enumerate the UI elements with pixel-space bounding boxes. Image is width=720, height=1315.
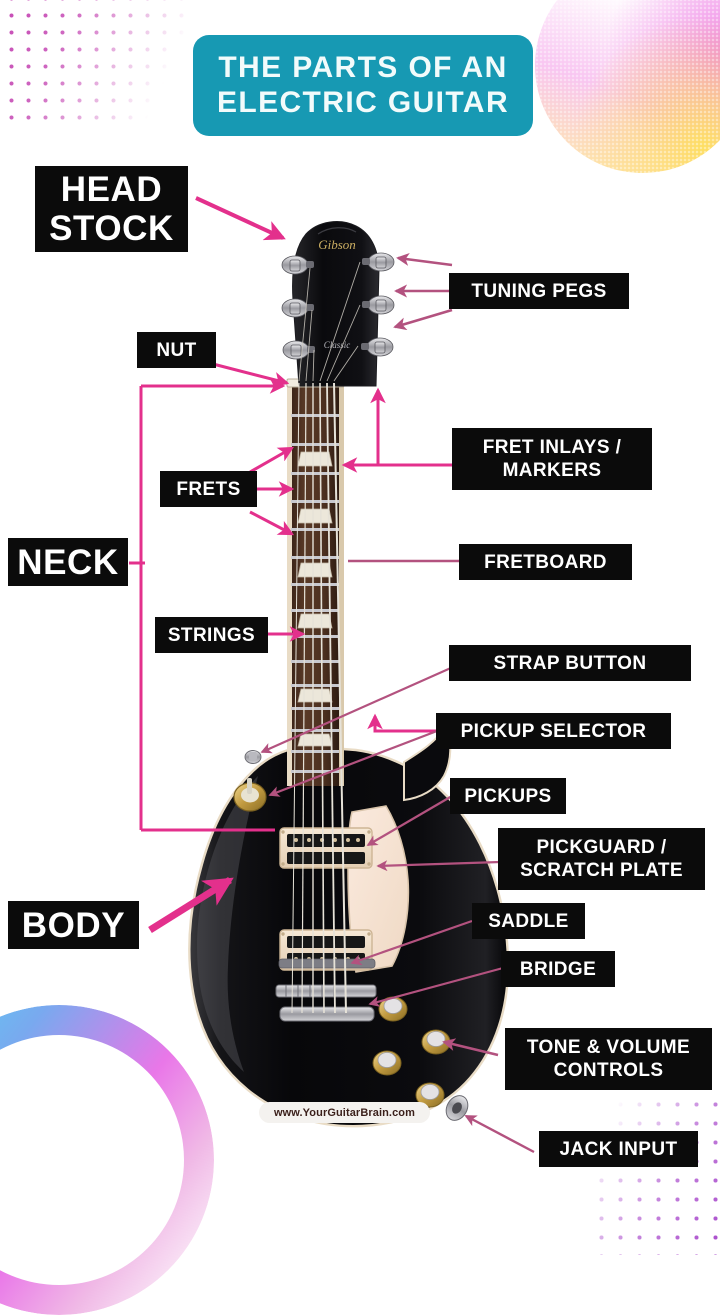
label-pickguard-line-2: SCRATCH PLATE (520, 860, 683, 881)
label-strap-button-line-1: STRAP BUTTON (493, 652, 647, 674)
label-frets: FRETS (160, 471, 257, 507)
label-saddle: SADDLE (472, 903, 585, 939)
body-highlight (196, 776, 258, 1072)
page-title: THE PARTS OF AN ELECTRiC GUiTAR (193, 35, 533, 136)
label-nut: NUT (137, 332, 216, 368)
bracket-fret-inlays-upper (370, 387, 455, 467)
label-pickups-line-1: PICKUPS (464, 785, 552, 807)
label-neck: NECK (8, 538, 128, 586)
headstock-brand-logo: Gibson (318, 237, 356, 252)
headstock-strings (298, 261, 361, 382)
guitar-strings (291, 382, 347, 1014)
arrow-head-stock (195, 196, 286, 241)
label-pickguard-scratch-plate: PICKGUARD / SCRATCH PLATE (498, 828, 705, 890)
headstock-model-inscription: Classic (324, 340, 351, 350)
watermark-badge: www.YourGuitarBrain.com (259, 1102, 430, 1123)
label-pickguard-line-1: PICKGUARD / (536, 837, 667, 858)
label-tone-volume-line-2: CONTROLS (553, 1060, 664, 1081)
arrow-fret-1 (249, 446, 295, 474)
neck-binding-left (287, 386, 292, 786)
jack-input-socket (445, 1095, 469, 1121)
arrow-pickup-selector (268, 729, 438, 797)
arrow-pickups (366, 795, 453, 846)
label-fretboard: FRETBOARD (459, 544, 632, 580)
neck-binding-right (339, 386, 344, 786)
label-head-stock: HEAD STOCK (35, 166, 188, 252)
guitar-illustration: Gibson Classic (188, 221, 510, 1128)
annotation-arrows-layer (129, 196, 535, 1154)
tuning-pegs (281, 252, 395, 360)
pickup-selector-switch (233, 778, 267, 812)
label-fretboard-line-1: FRETBOARD (484, 551, 607, 573)
label-tuning-pegs-line-1: TUNING PEGS (471, 280, 607, 302)
label-tone-volume-controls: TONE & VOLUME CONTROLS (505, 1028, 712, 1090)
guitar-stopbar-tailpiece (279, 1006, 375, 1022)
label-pickup-selector-line-1: PICKUP SELECTOR (460, 720, 647, 742)
label-saddle-line-1: SADDLE (488, 910, 569, 932)
label-pickups: PICKUPS (450, 778, 566, 814)
arrow-fret-3 (249, 510, 295, 536)
label-tone-volume-line-1: TONE & VOLUME (526, 1037, 691, 1058)
page-title-line-1: THE PARTS OF AN (218, 51, 508, 84)
label-head-stock-line-1: HEAD (60, 170, 163, 209)
arrow-tuning-peg-1 (396, 252, 453, 267)
guitar-frets (291, 414, 339, 773)
label-jack-input-line-1: JACK INPUT (559, 1138, 678, 1160)
label-bridge-line-1: BRIDGE (519, 958, 597, 980)
label-strings-line-1: STRINGS (167, 624, 256, 646)
headstock-top-bevel (317, 227, 357, 235)
label-tuning-pegs: TUNING PEGS (449, 273, 629, 309)
label-pickup-selector: PICKUP SELECTOR (436, 713, 671, 749)
arrow-saddle (350, 919, 473, 966)
guitar-bridge (275, 984, 377, 998)
label-frets-line-1: FRETS (176, 478, 241, 500)
label-strings: STRINGS (155, 617, 268, 653)
strap-button-upper (244, 750, 262, 764)
label-fret-inlays-markers: FRET INLAYS / MARKERS (452, 428, 652, 490)
arrow-jack-input (464, 1114, 535, 1154)
label-jack-input: JACK INPUT (539, 1131, 698, 1167)
arrow-body (148, 877, 234, 933)
label-nut-line-1: NUT (156, 339, 197, 361)
label-body: BODY (8, 901, 139, 949)
arrow-bridge (368, 966, 504, 1007)
fret-inlay-markers (297, 451, 333, 747)
arrow-strap-button (260, 653, 481, 754)
arrow-tone-volume (442, 1038, 499, 1057)
label-fret-inlays-line-1: FRET INLAYS / (482, 437, 622, 458)
arrow-nut (212, 362, 290, 388)
page-title-line-2: ELECTRiC GUiTAR (216, 86, 510, 119)
bracket-pickup-selector (367, 713, 437, 733)
arrow-pickguard (376, 860, 501, 872)
arrow-tuning-peg-3 (393, 308, 453, 331)
label-bridge: BRIDGE (501, 951, 615, 987)
label-fret-inlays-line-2: MARKERS (502, 460, 602, 481)
label-head-stock-line-2: STOCK (49, 209, 174, 248)
label-body-line-1: BODY (21, 905, 126, 945)
label-neck-line-1: NECK (17, 542, 119, 582)
label-strap-button: STRAP BUTTON (449, 645, 691, 681)
watermark-text: www.YourGuitarBrain.com (273, 1106, 416, 1119)
